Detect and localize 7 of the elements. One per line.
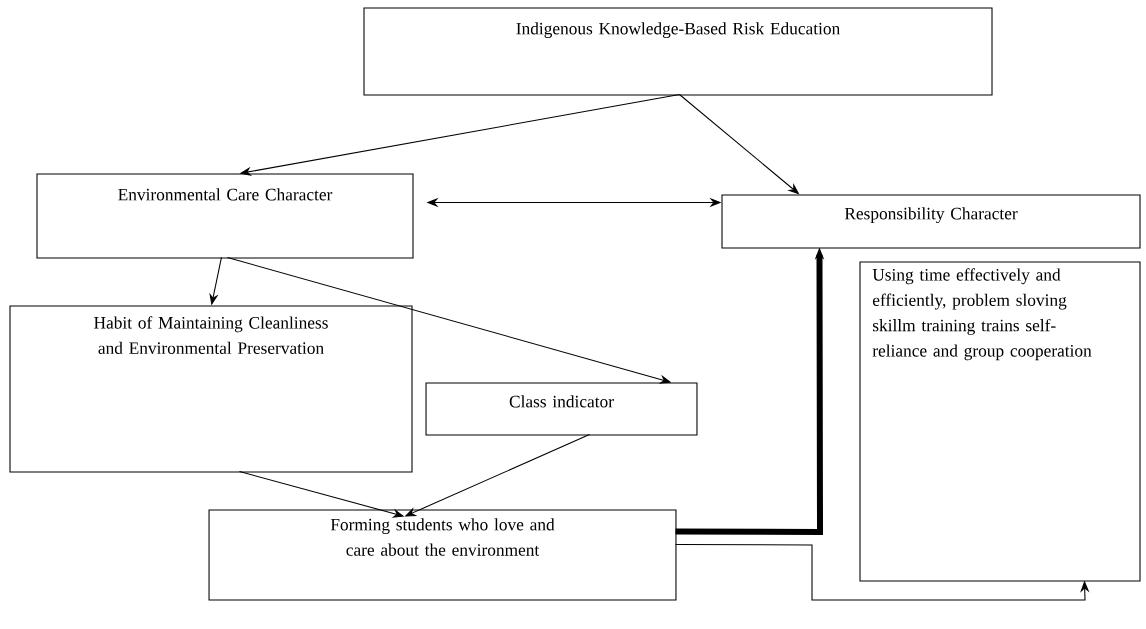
process-box: Class indicator	[425, 382, 698, 436]
process-box: Environmental Care Character	[36, 173, 414, 259]
process-box: Using time effectively and efficiently, problem sloving skillm training trains self-reliance and group cooperation	[859, 261, 1141, 582]
process-box: Responsibility Character	[721, 194, 1141, 249]
process-box: Indigenous Knowledge-Based Risk Education	[363, 7, 993, 96]
process-box: Forming students who love and care about the environment	[208, 509, 677, 601]
process-box: Habit of Maintaining Cleanliness and Environmental Preservation	[9, 305, 413, 473]
